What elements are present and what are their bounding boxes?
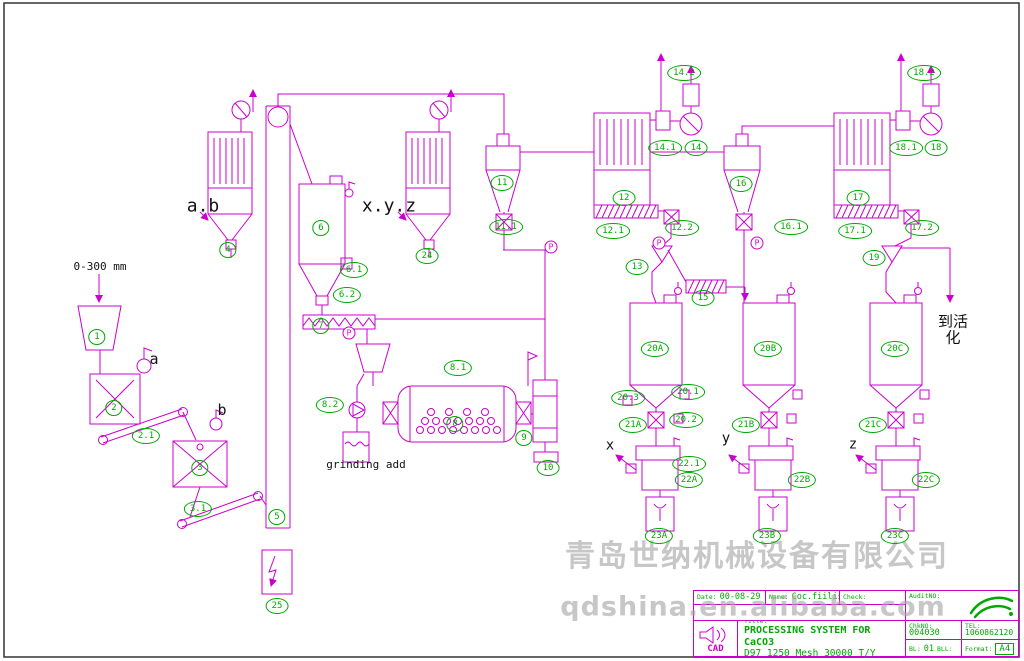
grinding-add-tank (342, 431, 370, 463)
tb-title-label: Title: (744, 621, 767, 624)
tb-audit-cell: AuditNO: (906, 591, 1020, 621)
slurry-pump-8-2 (348, 373, 366, 432)
tb-empty-row (694, 605, 906, 621)
bag-filter-17 (833, 112, 920, 247)
tb-bll-label: BLL: (937, 644, 953, 653)
belt-conveyor-3-1 (177, 491, 267, 529)
tb-format-label: Format: (965, 644, 993, 653)
tb-format-value: A4 (995, 642, 1015, 656)
tb-name-value: Coc.fiilish (791, 592, 839, 603)
bag-filter-4 (199, 89, 257, 258)
tb-check-label: Check: (843, 593, 867, 602)
diverter-valve-13 (651, 245, 687, 304)
tb-tel-label: TEL: (965, 621, 981, 630)
fan-18-train (890, 53, 943, 136)
bag-filter-12 (593, 112, 680, 247)
bag-filter-24 (397, 89, 455, 258)
vibrating-screen-3 (172, 409, 228, 518)
crusher-2 (89, 347, 153, 425)
diverter-valve-19 (881, 245, 954, 304)
drawing-border (3, 2, 1020, 658)
tb-cad-logo-cell: CAD (694, 621, 738, 658)
tb-date-cell: Date: 00-08-29 (694, 591, 766, 605)
cyclone-11 (485, 133, 594, 250)
drawing-title-line1: PROCESSING SYSTEM FOR CaCO3 (744, 625, 871, 648)
tb-title-cell: Title: PROCESSING SYSTEM FOR CaCO3 D97 1… (738, 621, 906, 658)
product-silo-20a-train (615, 282, 690, 532)
product-silo-20b-train (728, 282, 803, 532)
tb-date-label: Date: (697, 593, 717, 602)
electric-panel-25 (261, 549, 293, 595)
tb-name-cell: Name: Coc.fiilish (766, 591, 840, 605)
cyclone-16 (650, 125, 834, 303)
watermark-company-name: 青岛世纳机械设备有限公司 (565, 539, 949, 574)
tb-tel-value: 1060862120 (965, 628, 1014, 638)
grinding-balls (416, 408, 501, 434)
ball-mill-8 (382, 351, 539, 443)
drawing-title-line2: D97 1250 Mesh 30000 T/Y (744, 648, 876, 658)
title-block: Date: 00-08-29 Name: Coc.fiilish Check: … (693, 590, 1020, 658)
watermark-website: qdshina.en.alibaba.com (560, 591, 946, 623)
company-logo (969, 596, 1014, 619)
tb-check-cell: Check: (840, 591, 906, 605)
tb-name-label: Name: (769, 593, 789, 602)
belt-conveyor-2-1 (98, 407, 197, 445)
tb-bl-label: BL: (909, 644, 921, 653)
tb-bl-value: 01 (923, 643, 934, 654)
bucket-elevator-5 (265, 93, 505, 529)
tb-chkno-cell: ChkNO: 004030 (906, 621, 962, 640)
fan-14-train (650, 53, 703, 136)
cad-speaker-icon (699, 625, 725, 644)
cad-logo-text: CAD (707, 643, 724, 654)
tb-tel-cell: TEL: 1060862120 (962, 621, 1020, 640)
feed-hopper-1 (77, 274, 122, 374)
product-silo-20c-train (855, 282, 930, 532)
silo-6 (298, 175, 356, 315)
tb-date-value: 00-08-29 (719, 592, 761, 603)
tb-audit-label: AuditNO: (909, 592, 941, 600)
tb-bl-cell: BL: 01 BLL: (906, 640, 962, 658)
tb-chkno-label: ChkNO: (909, 621, 933, 630)
tb-chkno-value: 004030 (909, 628, 940, 638)
tb-format-cell: Format: A4 (962, 640, 1020, 658)
discharge-tray-10 (533, 451, 559, 463)
screw-feeder-7 (302, 314, 545, 386)
screw-conveyor-15 (685, 279, 749, 301)
